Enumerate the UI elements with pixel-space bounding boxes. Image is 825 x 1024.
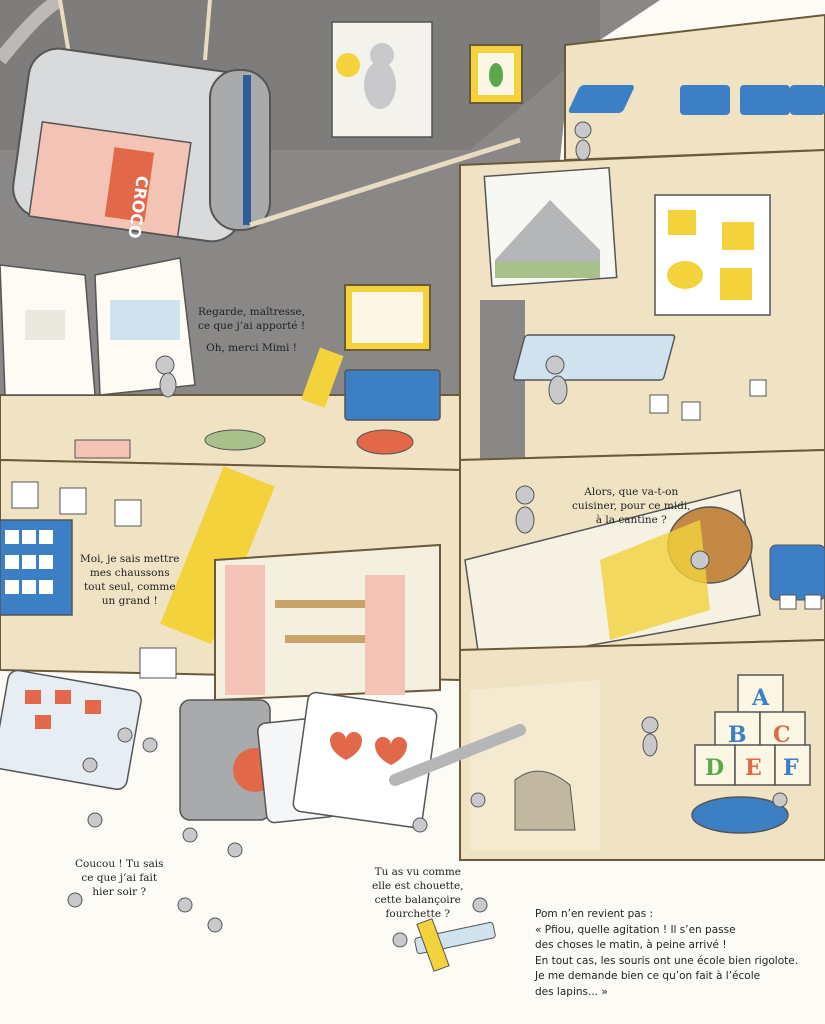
right-kitchen-room <box>459 448 825 666</box>
dialogue-slippers-line1: Moi, je sais mettre <box>80 553 180 565</box>
block-letter-b: B <box>728 722 747 748</box>
block-letter-c: C <box>773 722 791 748</box>
block-letter-d: D <box>705 755 724 781</box>
top-dormitory <box>564 13 825 162</box>
dialogue-greeting: Coucou ! Tu sais ce que j’ai fait hier s… <box>75 857 163 899</box>
dialogue-swing: Tu as vu comme elle est chouette, cette … <box>372 865 464 921</box>
dialogue-swing-line4: fourchette ? <box>385 908 451 920</box>
right-upper-room <box>459 148 825 462</box>
narration-line2: « Pfiou, quelle agitation ! Il s’en pass… <box>535 923 736 936</box>
picture-frame-green-mouse <box>469 44 523 104</box>
dialogue-gift-line1: Regarde, maîtresse, <box>198 306 306 318</box>
narration-line1: Pom n’en revient pas : <box>535 908 654 920</box>
poster-mouse-cheese <box>331 21 433 138</box>
tin-can-dormitory: CROCO <box>12 0 521 243</box>
ceiling-arc <box>0 0 64 65</box>
right-lower-room <box>459 638 825 861</box>
dialogue-canteen: Alors, que va-t-on cuisiner, pour ce mid… <box>572 485 691 527</box>
left-middle-room <box>0 458 461 702</box>
dialogue-slippers: Moi, je sais mettre mes chaussons tout s… <box>80 552 180 608</box>
dialogue-slippers-line4: un grand ! <box>101 595 158 607</box>
block-letter-a: A <box>751 685 770 711</box>
dialogue-greeting-line1: Coucou ! Tu sais <box>75 858 164 870</box>
dialogue-slippers-line3: tout seul, comme <box>83 581 176 593</box>
dialogue-canteen-line1: Alors, que va-t-on <box>584 486 679 498</box>
playground <box>0 669 526 972</box>
dialogue-swing-line3: cette balançoire <box>374 894 461 906</box>
narration-line6: des lapins... » <box>535 985 608 998</box>
narration-line4: En tout cas, les souris ont une école bi… <box>535 954 799 967</box>
dialogue-gift-line2: ce que j’ai apporté ! <box>198 320 306 332</box>
narration-line5: Je me demande bien ce qu’on fait à l’éco… <box>535 970 761 982</box>
dialogue-slippers-line2: mes chaussons <box>89 567 170 579</box>
block-letter-e: E <box>745 755 762 781</box>
mice-characters <box>67 121 788 948</box>
dialogue-greeting-line3: hier soir ? <box>92 886 147 898</box>
dialogue-gift: Regarde, maîtresse, ce que j’ai apporté … <box>198 305 305 355</box>
narration-text: Pom n’en revient pas : « Pfiou, quelle a… <box>535 907 798 1000</box>
dialogue-swing-line2: elle est chouette, <box>372 880 464 892</box>
left-upper-shelf <box>0 257 461 472</box>
block-letter-f: F <box>783 755 799 781</box>
alphabet-blocks: A B C D E F <box>694 674 811 786</box>
dialogue-canteen-line2: cuisiner, pour ce midi, <box>572 500 691 512</box>
dialogue-swing-line1: Tu as vu comme <box>374 866 462 878</box>
dialogue-gift-reply: Oh, merci Mimi ! <box>206 342 297 354</box>
dialogue-canteen-line3: à la cantine ? <box>595 514 667 526</box>
dialogue-greeting-line2: ce que j’ai fait <box>81 872 158 884</box>
narration-line3: des choses le matin, à peine arrivé ! <box>535 939 727 951</box>
